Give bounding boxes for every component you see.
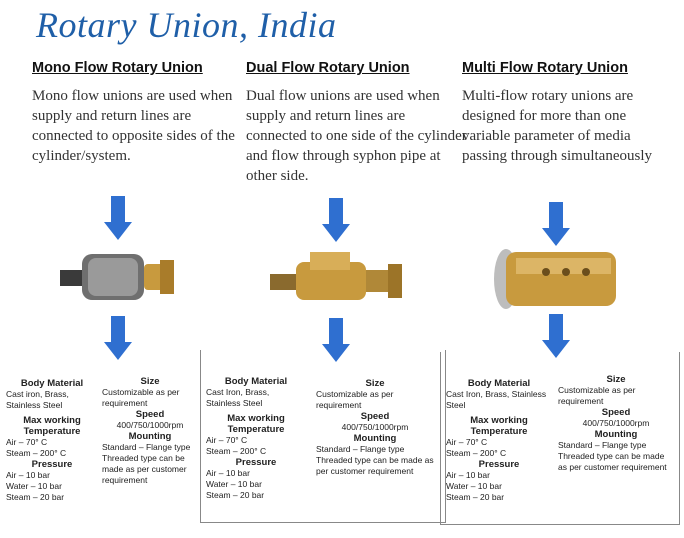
spec-value: Air – 10 bar <box>446 470 490 480</box>
spec-value: Steam – 20 bar <box>206 490 265 500</box>
column-description: Dual flow unions are used when supply an… <box>246 88 467 184</box>
spec-label: Pressure <box>31 459 73 470</box>
spec-value: Cast iron, Brass, Stainless Steel <box>6 389 69 410</box>
spec-box-dual <box>200 350 446 523</box>
specs-left: Body Material Cast iron, Brass, Stainles… <box>6 378 98 503</box>
down-arrow-icon <box>542 314 570 358</box>
spec-label: Mounting <box>594 429 638 440</box>
spec-label: Size <box>365 378 385 389</box>
spec-label: Pressure <box>235 457 277 468</box>
down-arrow-icon <box>322 198 350 242</box>
spec-value: Standard – Flange type Threaded type can… <box>558 440 667 472</box>
specs-right: Size Customizable as per requirement Spe… <box>102 376 198 486</box>
spec-value: Water – 10 bar <box>206 479 262 489</box>
spec-value: Customizable as per requirement <box>316 389 394 410</box>
spec-value: Steam – 200° C <box>446 448 507 458</box>
column-description: Mono flow unions are used when supply an… <box>32 88 235 164</box>
spec-value: Air – 10 bar <box>6 470 50 480</box>
column-heading: Mono Flow Rotary Union <box>32 60 203 76</box>
mono-flow-union-image <box>60 254 174 300</box>
column-multi: Multi Flow Rotary Union Multi-flow rotar… <box>462 60 672 166</box>
spec-label: Mounting <box>128 431 172 442</box>
spec-label: Speed <box>360 411 390 422</box>
spec-value: Steam – 200° C <box>206 446 267 456</box>
down-arrow-icon <box>322 318 350 362</box>
spec-label: Speed <box>601 407 631 418</box>
spec-label: Pressure <box>478 459 520 470</box>
spec-value: Steam – 20 bar <box>446 492 505 502</box>
spec-value: Cast Iron, Brass, Stainless Steel <box>206 387 270 408</box>
spec-box-multi <box>440 352 680 525</box>
spec-label: Body Material <box>20 378 84 389</box>
page-title: Rotary Union, India <box>36 5 337 45</box>
spec-value: Air – 70° C <box>206 435 248 445</box>
spec-value: Air – 70° C <box>6 437 48 447</box>
spec-value: Water – 10 bar <box>6 481 62 491</box>
spec-label: Body Material <box>467 378 531 389</box>
specs-right: Size Customizable as per requirement Spe… <box>316 378 434 477</box>
spec-value: Air – 70° C <box>446 437 488 447</box>
column-heading: Multi Flow Rotary Union <box>462 60 628 76</box>
multi-flow-union-image <box>494 249 616 309</box>
spec-value: Cast Iron, Brass, Stainless Steel <box>446 389 547 410</box>
spec-label: Speed <box>135 409 165 420</box>
spec-value: Steam – 200° C <box>6 448 67 458</box>
down-arrow-icon <box>104 316 132 360</box>
down-arrow-icon <box>104 196 132 240</box>
spec-value: Air – 10 bar <box>206 468 250 478</box>
column-heading: Dual Flow Rotary Union <box>246 60 410 76</box>
spec-value: 400/750/1000rpm <box>341 422 409 432</box>
spec-value: 400/750/1000rpm <box>582 418 650 428</box>
spec-value: Standard – Flange type Threaded type can… <box>316 444 434 476</box>
specs-left: Body Material Cast Iron, Brass, Stainles… <box>206 376 306 501</box>
spec-value: Steam – 20 bar <box>6 492 65 502</box>
spec-value: 400/750/1000rpm <box>116 420 184 430</box>
spec-label: Size <box>606 374 626 385</box>
column-description: Multi-flow rotary unions are designed fo… <box>462 88 652 164</box>
spec-value: Water – 10 bar <box>446 481 502 491</box>
specs-left: Body Material Cast Iron, Brass, Stainles… <box>446 378 552 503</box>
spec-label: Max working Temperature <box>227 413 285 435</box>
down-arrow-icon <box>542 202 570 246</box>
column-mono: Mono Flow Rotary Union Mono flow unions … <box>32 60 254 166</box>
spec-label: Max working Temperature <box>23 415 81 437</box>
spec-label: Size <box>140 376 160 387</box>
spec-label: Body Material <box>224 376 288 387</box>
spec-value: Customizable as per requirement <box>102 387 180 408</box>
spec-value: Standard – Flange type Threaded type can… <box>102 442 191 485</box>
column-dual: Dual Flow Rotary Union Dual flow unions … <box>246 60 468 186</box>
dual-flow-union-image <box>270 252 402 300</box>
spec-label: Mounting <box>353 433 397 444</box>
specs-right: Size Customizable as per requirement Spe… <box>558 374 674 473</box>
spec-label: Max working Temperature <box>470 415 528 437</box>
spec-value: Customizable as per requirement <box>558 385 636 406</box>
